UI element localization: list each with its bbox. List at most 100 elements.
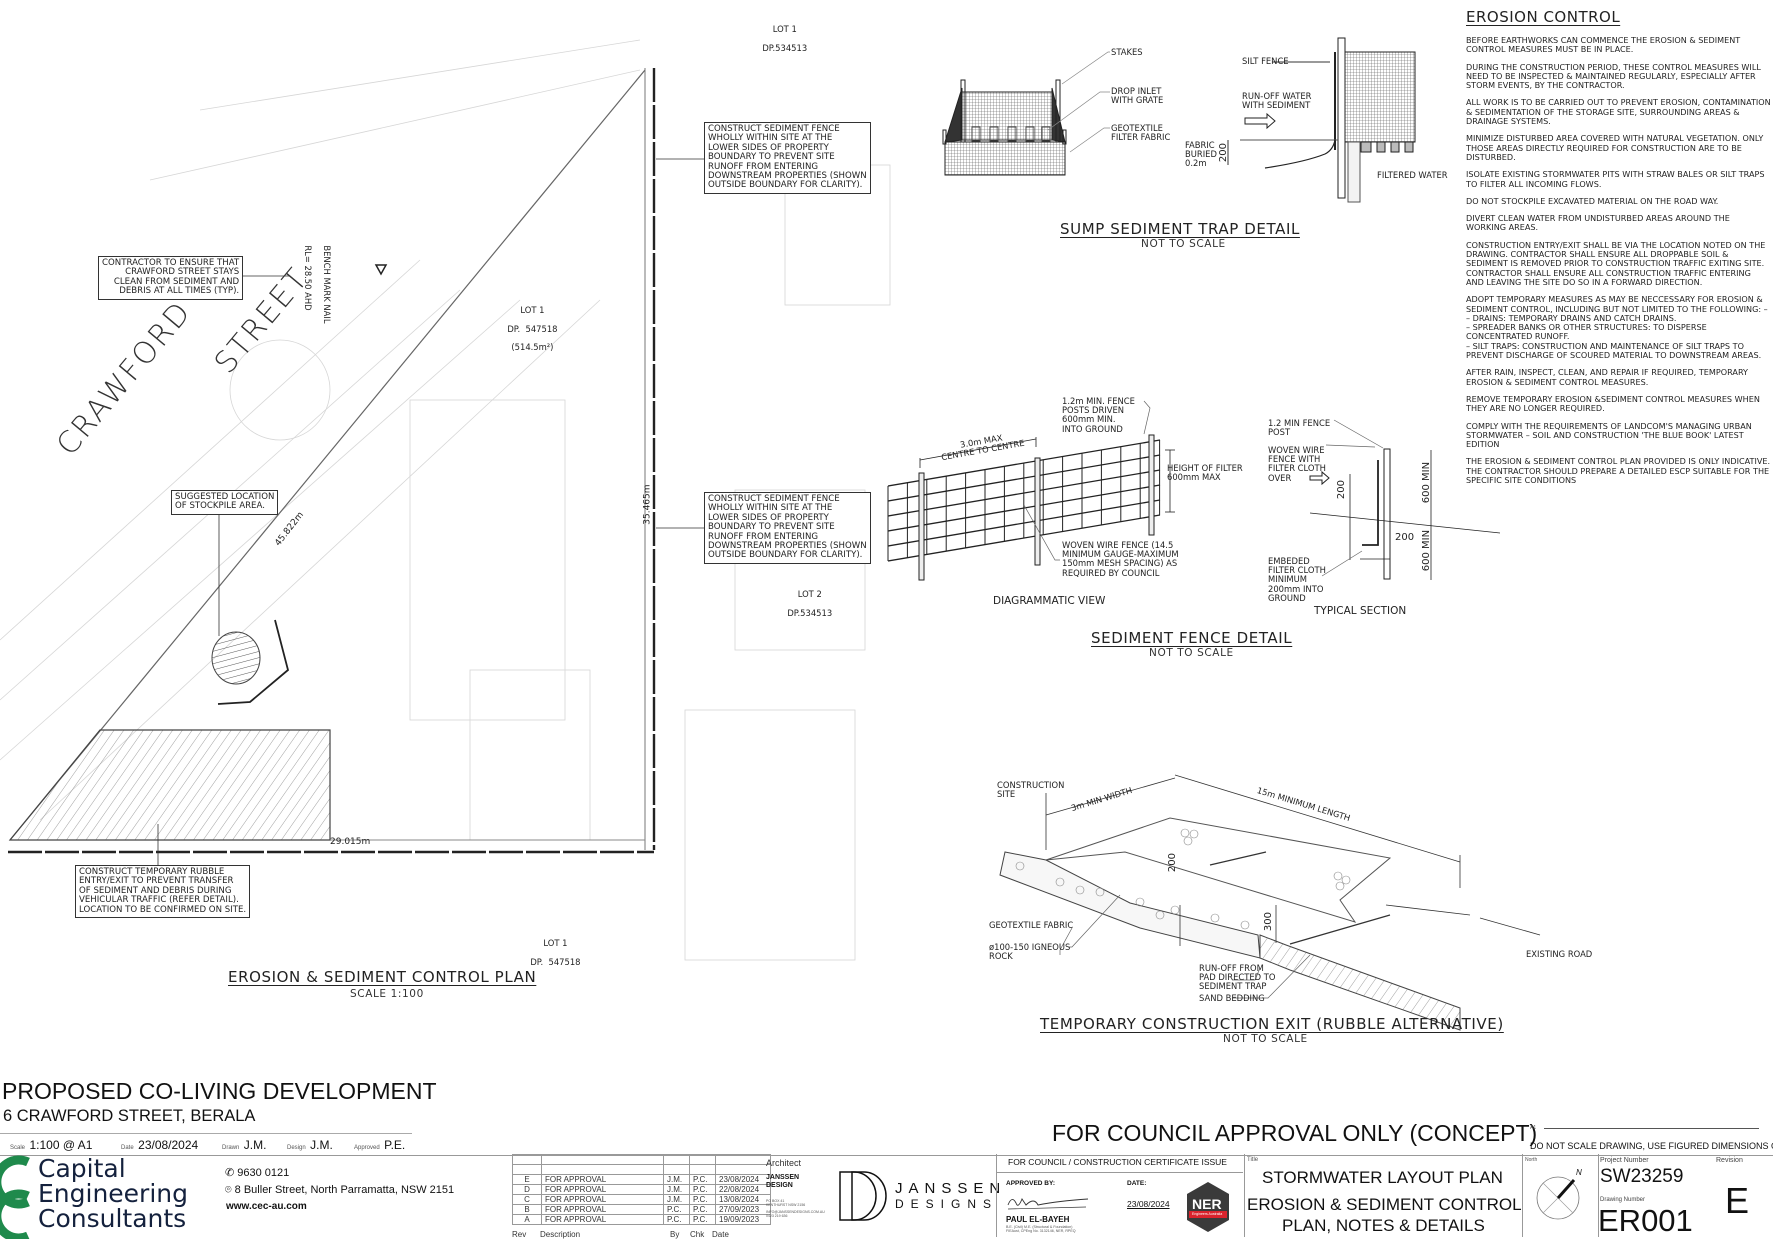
revision-cell-date — [715, 1164, 771, 1175]
revision-cell-chk: P.C. — [689, 1204, 716, 1215]
label-stakes: STAKES — [1111, 47, 1143, 57]
revision-cell-date: 13/08/2024 — [715, 1194, 771, 1205]
design-value: J.M. — [310, 1138, 333, 1152]
erosion-note-paragraph: ALL WORK IS TO BE CARRIED OUT TO PREVENT… — [1466, 97, 1771, 127]
north-arrow-icon — [1536, 1176, 1580, 1220]
ner-badge — [1187, 1182, 1229, 1232]
scale-bar: A1 — [1530, 1125, 1759, 1131]
ner-badge-text: NER — [1192, 1196, 1222, 1212]
erosion-note-paragraph: – SILT TRAPS: CONSTRUCTION AND MAINTENAN… — [1466, 340, 1762, 361]
project-number-label: Project Number — [1600, 1157, 1649, 1164]
erosion-control-heading: EROSION CONTROL — [1466, 8, 1621, 26]
revision-cell-rev: D — [512, 1184, 542, 1195]
revision-cell-chk: P.C. — [689, 1194, 716, 1205]
revision-row — [512, 1164, 771, 1175]
signature — [1007, 1198, 1089, 1210]
stockpile-area — [211, 631, 261, 685]
issue-divider — [996, 1172, 1243, 1173]
revision-cell-rev: A — [512, 1214, 542, 1225]
approval-date: 23/08/2024 — [1127, 1199, 1170, 1209]
revision-cell-chk — [689, 1154, 716, 1165]
scale-field: Scale 1:100 @ A1 — [10, 1136, 92, 1154]
company-address: ⌾ 8 Buller Street, North Parramatta, NSW… — [225, 1184, 454, 1197]
location-pin-icon: ⌾ — [225, 1184, 232, 1196]
company-website[interactable]: www.cec-au.com — [226, 1201, 307, 1212]
revision-cell-desc: FOR APPROVAL — [541, 1204, 664, 1215]
revision-cell-date: 19/09/2023 — [715, 1214, 771, 1225]
lot-dp: DP. 547518 — [507, 323, 558, 334]
revision-header: Date — [712, 1230, 729, 1239]
drawing-title-line3: PLAN, NOTES & DETAILS — [1282, 1216, 1485, 1235]
drawing-number: ER001 — [1598, 1203, 1693, 1238]
revision-cell-rev — [512, 1154, 542, 1165]
lot-name: LOT 1 — [543, 938, 568, 949]
design-label: Design — [287, 1145, 306, 1151]
plan-scale: SCALE 1:100 — [350, 988, 424, 1000]
fence-subtitle: NOT TO SCALE — [1149, 647, 1234, 659]
approved-by-label: APPROVED BY: — [1006, 1180, 1055, 1187]
date-value: 23/08/2024 — [138, 1138, 199, 1152]
do-not-scale-note: DO NOT SCALE DRAWING, USE FIGURED DIMENS… — [1530, 1141, 1773, 1151]
fence-typical-section: TYPICAL SECTION — [1314, 605, 1407, 617]
revision-cell-chk: P.C. — [689, 1214, 716, 1225]
lot-name: LOT 1 — [520, 305, 545, 316]
revision-header: By — [670, 1230, 680, 1239]
revision-cell-desc: FOR APPROVAL — [541, 1214, 664, 1225]
drawn-field: Drawn J.M. — [222, 1136, 266, 1154]
engineer-name: PAUL EL-BAYEH — [1006, 1215, 1070, 1224]
note-stockpile: SUGGESTED LOCATION OF STOCKPILE AREA. — [171, 490, 279, 515]
label-geotextile: GEOTEXTILE FILTER FABRIC — [1111, 123, 1171, 143]
lot-name: LOT 2 — [797, 589, 822, 600]
phone-number: 9630 0121 — [237, 1167, 290, 1179]
exit-title: TEMPORARY CONSTRUCTION EXIT (RUBBLE ALTE… — [1040, 1015, 1504, 1033]
title-block-top-border — [0, 1155, 1773, 1156]
scale-bar-label: A1 — [1530, 1125, 1537, 1131]
note-sediment-fence-top: CONSTRUCT SEDIMENT FENCE WHOLLY WITHIN S… — [704, 122, 871, 194]
approved-field: Approved P.E. — [354, 1136, 405, 1154]
label-embeded-cloth: EMBEDED FILTER CLOTH MINIMUM 200mm INTO … — [1268, 556, 1326, 603]
engineer-qualifications: B.E. (Civil) M.E. (Structural & Foundati… — [1006, 1225, 1076, 1234]
label-runoff-water: RUN-OFF WATER WITH SEDIMENT — [1242, 91, 1312, 111]
erosion-note-paragraph: – DRAINS: TEMPORARY DRAINS AND CATCH DRA… — [1466, 312, 1677, 323]
label-woven-wire: WOVEN WIRE FENCE (14.5 MINIMUM GAUGE-MAX… — [1062, 540, 1179, 578]
lot-dp: DP. 547518 — [530, 956, 581, 967]
drawing-title-line2: EROSION & SEDIMENT CONTROL — [1247, 1195, 1522, 1214]
revision-cell-by: J.M. — [663, 1194, 690, 1205]
rubble-exit-area — [8, 729, 331, 841]
label-runoff-pad: RUN-OFF FROM PAD DIRECTED TO SEDIMENT TR… — [1199, 963, 1276, 992]
revision-cell-desc: FOR APPROVAL — [541, 1194, 664, 1205]
bench-mark-symbol — [374, 264, 388, 276]
erosion-note-paragraph: COMPLY WITH THE REQUIREMENTS OF LANDCOM'… — [1466, 420, 1752, 450]
revision-cell-rev: C — [512, 1194, 542, 1205]
revision-cell-by — [663, 1164, 690, 1175]
lot-label-main: LOT 1 DP. 547518 (514.5m²) — [502, 297, 557, 352]
project-number: SW23259 — [1600, 1166, 1684, 1187]
architect-label: Architect — [766, 1158, 802, 1168]
label-igneous-rock: ø100-150 IGNEOUS ROCK — [989, 942, 1071, 962]
date-field: Date 23/08/2024 — [121, 1136, 198, 1154]
erosion-note-paragraph: DURING THE CONSTRUCTION PERIOD, THESE CO… — [1466, 61, 1761, 91]
note-rubble-exit: CONSTRUCT TEMPORARY RUBBLE ENTRY/EXIT TO… — [75, 865, 251, 919]
lot-label-bottom: LOT 1 DP. 547518 — [525, 930, 580, 967]
phone-icon: ✆ — [225, 1167, 235, 1179]
divider-line — [0, 1133, 412, 1134]
ner-badge-sub: Engineers Australia — [1192, 1212, 1223, 1216]
company-line1: Capital — [38, 1154, 126, 1183]
cec-logo-mark — [0, 1155, 30, 1239]
company-line2: Engineering — [38, 1179, 188, 1208]
date-field-label: DATE: — [1127, 1180, 1147, 1187]
label-silt-fence: SILT FENCE — [1242, 56, 1289, 66]
dim-200-exit: 200 — [1166, 853, 1178, 873]
dim-300-exit: 300 — [1262, 912, 1274, 932]
label-woven-cloth: WOVEN WIRE FENCE WITH FILTER CLOTH OVER — [1268, 445, 1326, 483]
revision-label: Revision — [1716, 1157, 1743, 1164]
revision-row — [512, 1154, 771, 1165]
janssen-logo-word2: DESIGNS — [895, 1197, 999, 1211]
architect-name: JANSSEN DESIGN — [766, 1174, 800, 1189]
sump-title: SUMP SEDIMENT TRAP DETAIL — [1060, 220, 1300, 238]
revision-cell-desc: FOR APPROVAL — [541, 1184, 664, 1195]
